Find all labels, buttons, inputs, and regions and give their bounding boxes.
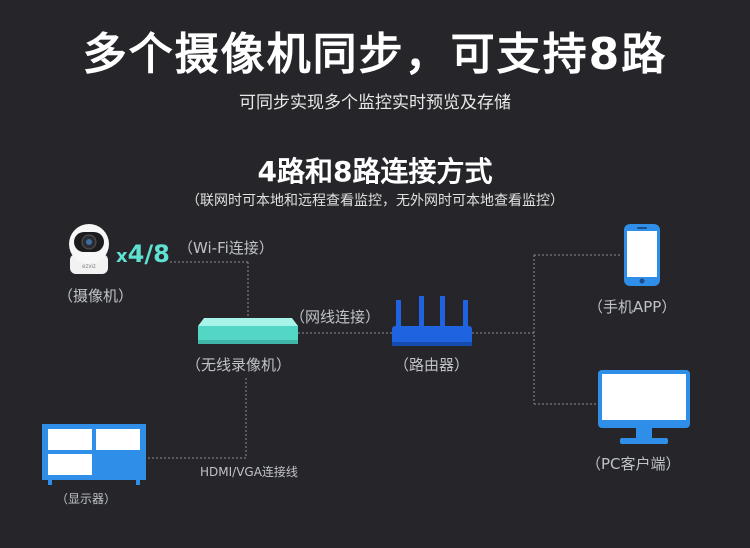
hero-subtitle: 可同步实现多个监控实时预览及存储	[239, 93, 511, 113]
router-icon	[392, 296, 472, 348]
monitor-icon	[598, 370, 690, 446]
hero-title: 多个摄像机同步，可支持8路	[82, 29, 668, 80]
tv-icon	[42, 424, 146, 486]
ethernet-link-label: （网线连接）	[290, 308, 381, 326]
section-note: （联网时可本地和远程查看监控，无外网时可本地查看监控）	[186, 193, 564, 209]
section-title: 4路和8路连接方式	[257, 155, 493, 188]
wifi-link-label: （Wi-Fi连接）	[178, 239, 274, 257]
phone-label: （手机APP）	[588, 298, 677, 316]
camera-label: （摄像机）	[58, 287, 134, 305]
router-label: （路由器）	[394, 356, 470, 374]
pc-label: （PC客户端）	[586, 455, 681, 473]
svg-text:ezviz: ezviz	[82, 264, 96, 270]
phone-icon	[624, 224, 660, 286]
camera-icon: ezviz	[64, 220, 114, 276]
nvr-icon	[198, 318, 298, 344]
hdmi-link-label: HDMI/VGA连接线	[200, 465, 298, 479]
display-label: （显示器）	[56, 492, 117, 506]
nvr-label: （无线录像机）	[186, 356, 292, 374]
camera-count: x4/8	[116, 240, 170, 268]
